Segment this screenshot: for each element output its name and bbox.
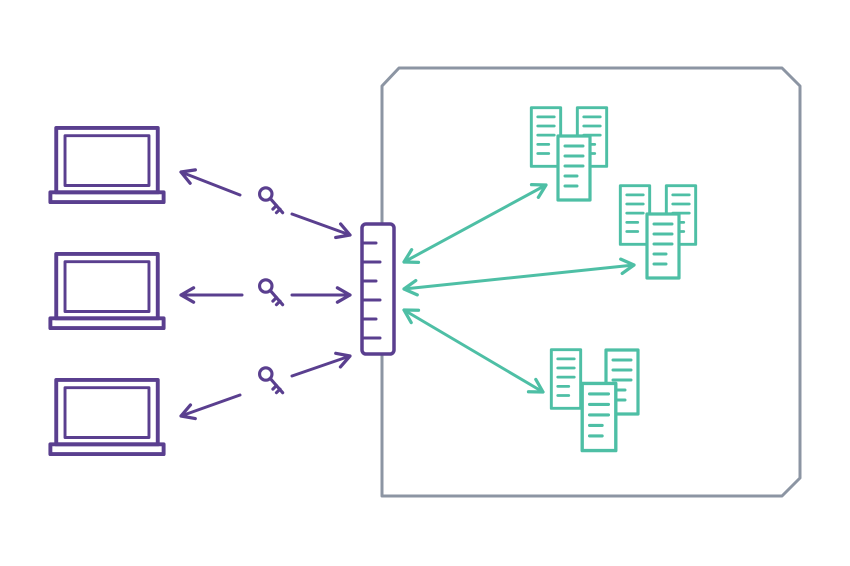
client-connection-bottom [179,351,352,421]
network-boundary [380,66,802,498]
server-connection-middle [402,257,636,297]
server-cluster-icon [549,348,640,453]
server-connection-top [402,183,548,264]
key-icon [257,186,285,215]
laptop-icon [48,251,166,331]
laptop-icon [48,377,166,457]
client-connection-top [179,168,352,240]
server-connection-bottom [402,308,545,394]
key-icon [257,366,285,395]
laptop-icon [48,125,166,205]
key-icon [257,278,285,307]
firewall-icon [360,222,396,356]
